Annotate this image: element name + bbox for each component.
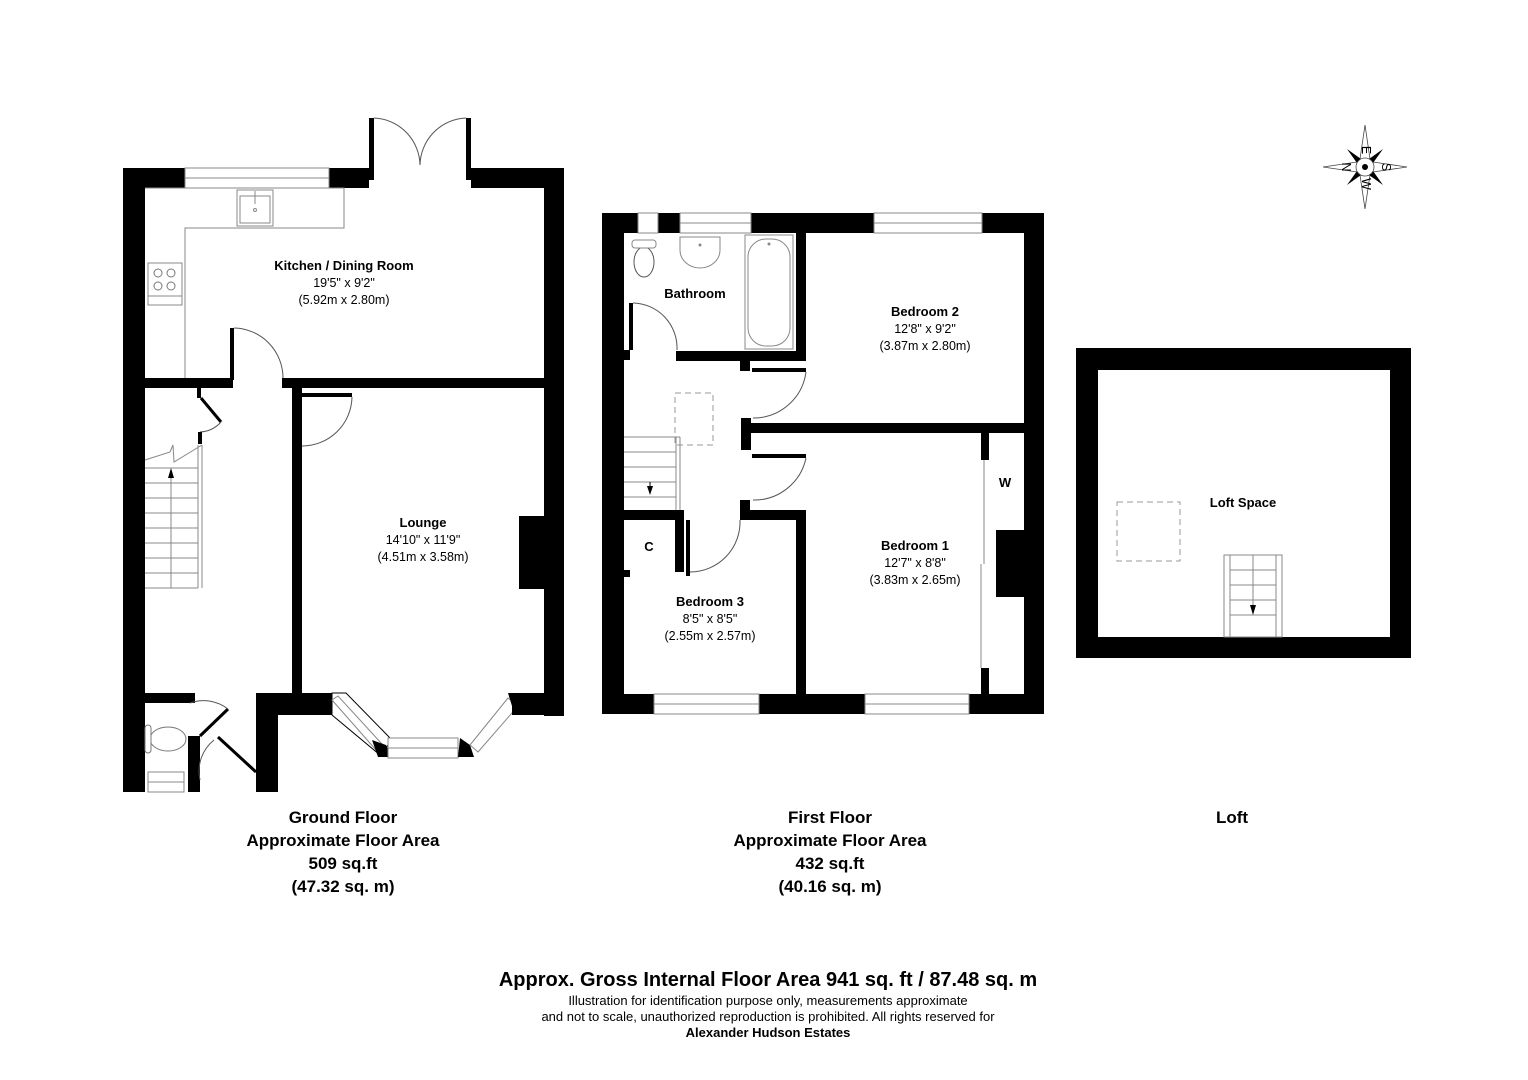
room-name: Bedroom 2 [891, 304, 959, 319]
room-name: Bathroom [664, 286, 725, 301]
room-imperial: 19'5" x 9'2" [313, 276, 375, 290]
room-metric: (4.51m x 3.58m) [377, 550, 468, 564]
compass-n: N [1339, 162, 1353, 171]
floor-sqm: (47.32 sq. m) [291, 877, 395, 896]
room-imperial: 8'5" x 8'5" [683, 612, 738, 626]
caption-ground-floor: Ground Floor Approximate Floor Area 509 … [246, 806, 439, 898]
room-metric: (5.92m x 2.80m) [298, 293, 389, 307]
room-name: Bedroom 1 [881, 538, 949, 553]
room-label-loft-space: Loft Space [1210, 495, 1276, 510]
loft-plan [1076, 348, 1411, 658]
room-label-bedroom3: Bedroom 3 8'5" x 8'5" (2.55m x 2.57m) [664, 594, 755, 643]
compass-rose-icon: E N S W [1322, 124, 1408, 210]
floor-sqm: (40.16 sq. m) [778, 877, 882, 896]
floor-title: Ground Floor [288, 808, 398, 827]
disclaimer-line-2: and not to scale, unauthorized reproduct… [541, 1009, 995, 1024]
gross-floor-area: Approx. Gross Internal Floor Area 941 sq… [498, 969, 1038, 991]
room-label-wardrobe: W [999, 475, 1012, 490]
disclaimer-line-1: Illustration for identification purpose … [568, 993, 968, 1008]
floor-subtitle: Approximate Floor Area [246, 831, 440, 850]
room-metric: (2.55m x 2.57m) [664, 629, 755, 643]
staircase-ground [144, 444, 203, 589]
floor-title: Loft [1215, 808, 1249, 827]
compass-w: W [1359, 178, 1373, 190]
room-name: Bedroom 3 [676, 594, 744, 609]
room-metric: (3.87m x 2.80m) [879, 339, 970, 353]
room-imperial: 14'10" x 11'9" [386, 533, 461, 547]
compass-s: S [1379, 163, 1393, 171]
room-imperial: 12'7" x 8'8" [884, 556, 946, 570]
room-label-bathroom: Bathroom [664, 286, 725, 301]
floor-sqft: 432 sq.ft [795, 854, 865, 873]
caption-loft: Loft [1216, 806, 1248, 829]
staircase-loft [1223, 554, 1283, 638]
room-label-bedroom1: Bedroom 1 12'7" x 8'8" (3.83m x 2.65m) [869, 538, 960, 587]
agency-name: Alexander Hudson Estates [685, 1025, 851, 1040]
room-name: Lounge [400, 515, 447, 530]
floor-title: First Floor [787, 808, 873, 827]
room-imperial: 12'8" x 9'2" [894, 322, 956, 336]
room-label-kitchen: Kitchen / Dining Room 19'5" x 9'2" (5.92… [274, 258, 413, 307]
room-label-bedroom2: Bedroom 2 12'8" x 9'2" (3.87m x 2.80m) [879, 304, 970, 353]
room-name: Kitchen / Dining Room [274, 258, 413, 273]
footer: Approx. Gross Internal Floor Area 941 sq… [499, 967, 1037, 1041]
first-floor-plan [602, 212, 1044, 715]
floor-sqft: 509 sq.ft [308, 854, 378, 873]
room-label-lounge: Lounge 14'10" x 11'9" (4.51m x 3.58m) [377, 515, 468, 564]
compass-e: E [1359, 146, 1373, 154]
floor-subtitle: Approximate Floor Area [733, 831, 927, 850]
caption-first-floor: First Floor Approximate Floor Area 432 s… [733, 806, 926, 898]
room-label-cupboard: C [644, 539, 654, 554]
staircase-first [624, 436, 681, 510]
room-metric: (3.83m x 2.65m) [869, 573, 960, 587]
ground-floor-plan [123, 117, 564, 793]
